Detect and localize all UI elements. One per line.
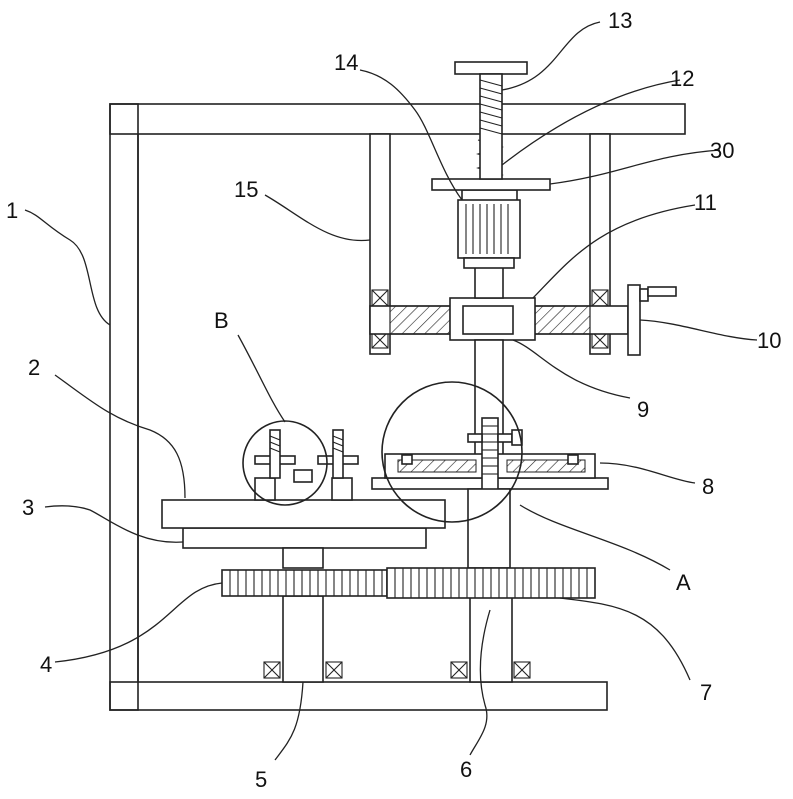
disc-assembly: [372, 418, 608, 490]
handwheel: [628, 285, 676, 355]
large-gear: [387, 568, 595, 598]
label-4: 4: [40, 652, 52, 677]
label-14: 14: [334, 50, 358, 75]
label-9: 9: [637, 397, 649, 422]
small-gear: [222, 570, 387, 596]
label-a: A: [676, 570, 691, 595]
label-1: 1: [6, 198, 18, 223]
label-6: 6: [460, 757, 472, 782]
label-3: 3: [22, 495, 34, 520]
left-post: [264, 548, 342, 682]
label-7: 7: [700, 680, 712, 705]
label-30: 30: [710, 138, 734, 163]
label-8: 8: [702, 474, 714, 499]
adjust-screw: [455, 62, 527, 179]
label-5: 5: [255, 767, 267, 792]
label-11: 11: [694, 190, 717, 215]
label-13: 13: [608, 8, 632, 33]
label-b: B: [214, 308, 229, 333]
label-2: 2: [28, 355, 40, 380]
label-12: 12: [670, 66, 694, 91]
label-15: 15: [234, 177, 258, 202]
slider-block: [450, 298, 535, 340]
label-10: 10: [757, 328, 781, 353]
motor: [458, 190, 520, 268]
leader-lines: [25, 22, 757, 760]
part-labels: 1 2 3 4 5 6 7 8 9 10 11 12 13 14 15 30 A…: [6, 8, 781, 792]
